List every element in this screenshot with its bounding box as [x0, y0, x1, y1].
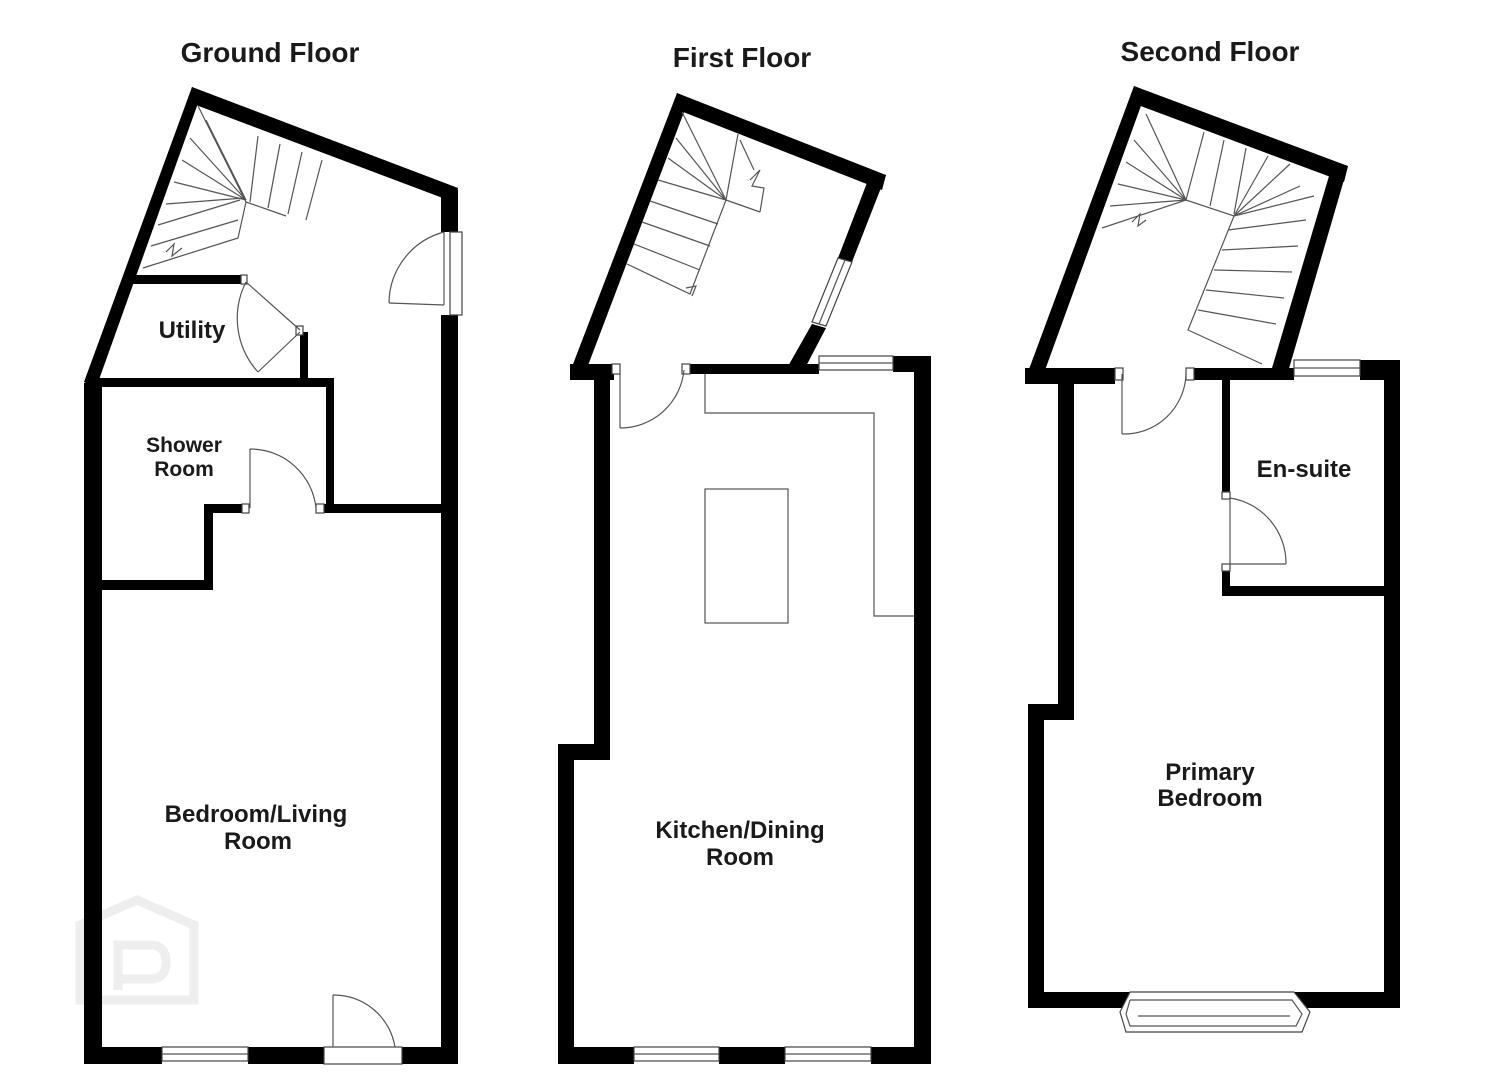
- second-hall-wall-left: [1025, 86, 1146, 384]
- ground-stairs: [142, 105, 323, 269]
- ground-floor-title: Ground Floor: [181, 37, 360, 68]
- first-wall-bottom-b: [719, 1047, 785, 1064]
- ground-front-door: [323, 994, 403, 1065]
- second-stairs: [1101, 113, 1315, 365]
- second-hall-wall-right: [1272, 166, 1348, 372]
- first-hall-door: [611, 363, 691, 429]
- ground-outer-wall-right-lower: [441, 315, 458, 1064]
- shower-wall-right: [326, 378, 334, 512]
- watermark-logo: [75, 895, 199, 1005]
- primary-bedroom-label-line1: Primary: [1165, 759, 1255, 786]
- second-hall-wall-top: [1130, 86, 1348, 182]
- first-hall-wall-right-upper: [838, 175, 886, 262]
- ground-outer-wall-bottom-b: [248, 1047, 324, 1064]
- utility-wall-top: [132, 275, 246, 284]
- hall-wall-bottom: [324, 504, 444, 513]
- first-floor-title: First Floor: [673, 42, 812, 73]
- first-floor-plan: First Floor: [558, 42, 931, 1064]
- ground-entrance-side-door: [388, 231, 463, 316]
- second-wall-bottom-b: [1294, 992, 1400, 1008]
- ensuite-wall-bottom: [1222, 586, 1392, 596]
- ground-floor-plan: Ground Floor: [84, 37, 463, 1065]
- ensuite-wall-left-upper: [1222, 378, 1230, 498]
- first-wall-bottom-a: [558, 1047, 634, 1064]
- ground-outer-wall-bottom-a: [84, 1047, 162, 1064]
- utility-door: [236, 274, 304, 373]
- ground-outer-wall-left-slant: [84, 87, 202, 388]
- kitchen-counter: [704, 374, 914, 617]
- ensuite-label: En-suite: [1257, 456, 1352, 483]
- ground-outer-wall-top: [188, 87, 458, 203]
- shower-room-label-line1: Shower: [146, 434, 222, 457]
- kitchen-island: [704, 488, 789, 624]
- shower-wall-bottom: [96, 580, 213, 590]
- second-wall-left-lower: [1028, 704, 1044, 1008]
- second-floor-plan: Second Floor: [1025, 36, 1400, 1033]
- first-wall-bottom-c: [871, 1047, 931, 1064]
- first-wall-left-lower: [558, 744, 574, 1064]
- first-wall-top-b: [689, 364, 819, 374]
- first-hall-wall-left: [570, 93, 689, 376]
- first-stairs: [626, 111, 765, 297]
- utility-label: Utility: [159, 317, 226, 344]
- ground-front-window: [161, 1046, 249, 1062]
- first-wall-right: [914, 356, 931, 1064]
- second-wall-top-b: [1194, 368, 1294, 380]
- first-top-window: [818, 355, 894, 371]
- second-top-window: [1293, 359, 1361, 377]
- ensuite-wall-left-lower: [1222, 570, 1230, 596]
- kitchen-dining-label-line1: Kitchen/Dining: [655, 817, 824, 844]
- first-bottom-window-right: [784, 1046, 872, 1062]
- ensuite-door: [1221, 491, 1287, 572]
- first-wall-left-upper: [594, 364, 610, 760]
- bedroom-living-label-line1: Bedroom/Living: [165, 801, 348, 828]
- shower-wall-step-side: [204, 504, 213, 590]
- second-wall-left-upper: [1058, 368, 1074, 720]
- first-bottom-window-left: [633, 1046, 720, 1062]
- bedroom-living-label-line2: Room: [224, 828, 292, 855]
- first-side-window: [811, 257, 853, 327]
- kitchen-dining-label-line2: Room: [706, 844, 774, 871]
- second-floor-title: Second Floor: [1121, 36, 1300, 67]
- second-wall-right: [1384, 360, 1400, 1008]
- utility-wall-bottom: [96, 378, 334, 387]
- ground-outer-wall-left: [84, 383, 102, 1064]
- shower-room-label-line2: Room: [154, 458, 214, 481]
- shower-wall-step-top: [204, 504, 248, 513]
- bay-window: [1119, 991, 1311, 1033]
- ground-outer-wall-right-upper: [441, 190, 458, 232]
- ground-outer-wall-bottom-c: [402, 1047, 458, 1064]
- first-hall-wall-right-lower: [787, 324, 826, 372]
- utility-wall-right: [300, 332, 308, 380]
- primary-bedroom-label-line2: Bedroom: [1157, 785, 1262, 812]
- shower-door: [241, 448, 325, 514]
- second-wall-bottom-a: [1028, 992, 1130, 1008]
- second-hall-door: [1114, 367, 1195, 435]
- first-hall-wall-top: [673, 93, 886, 190]
